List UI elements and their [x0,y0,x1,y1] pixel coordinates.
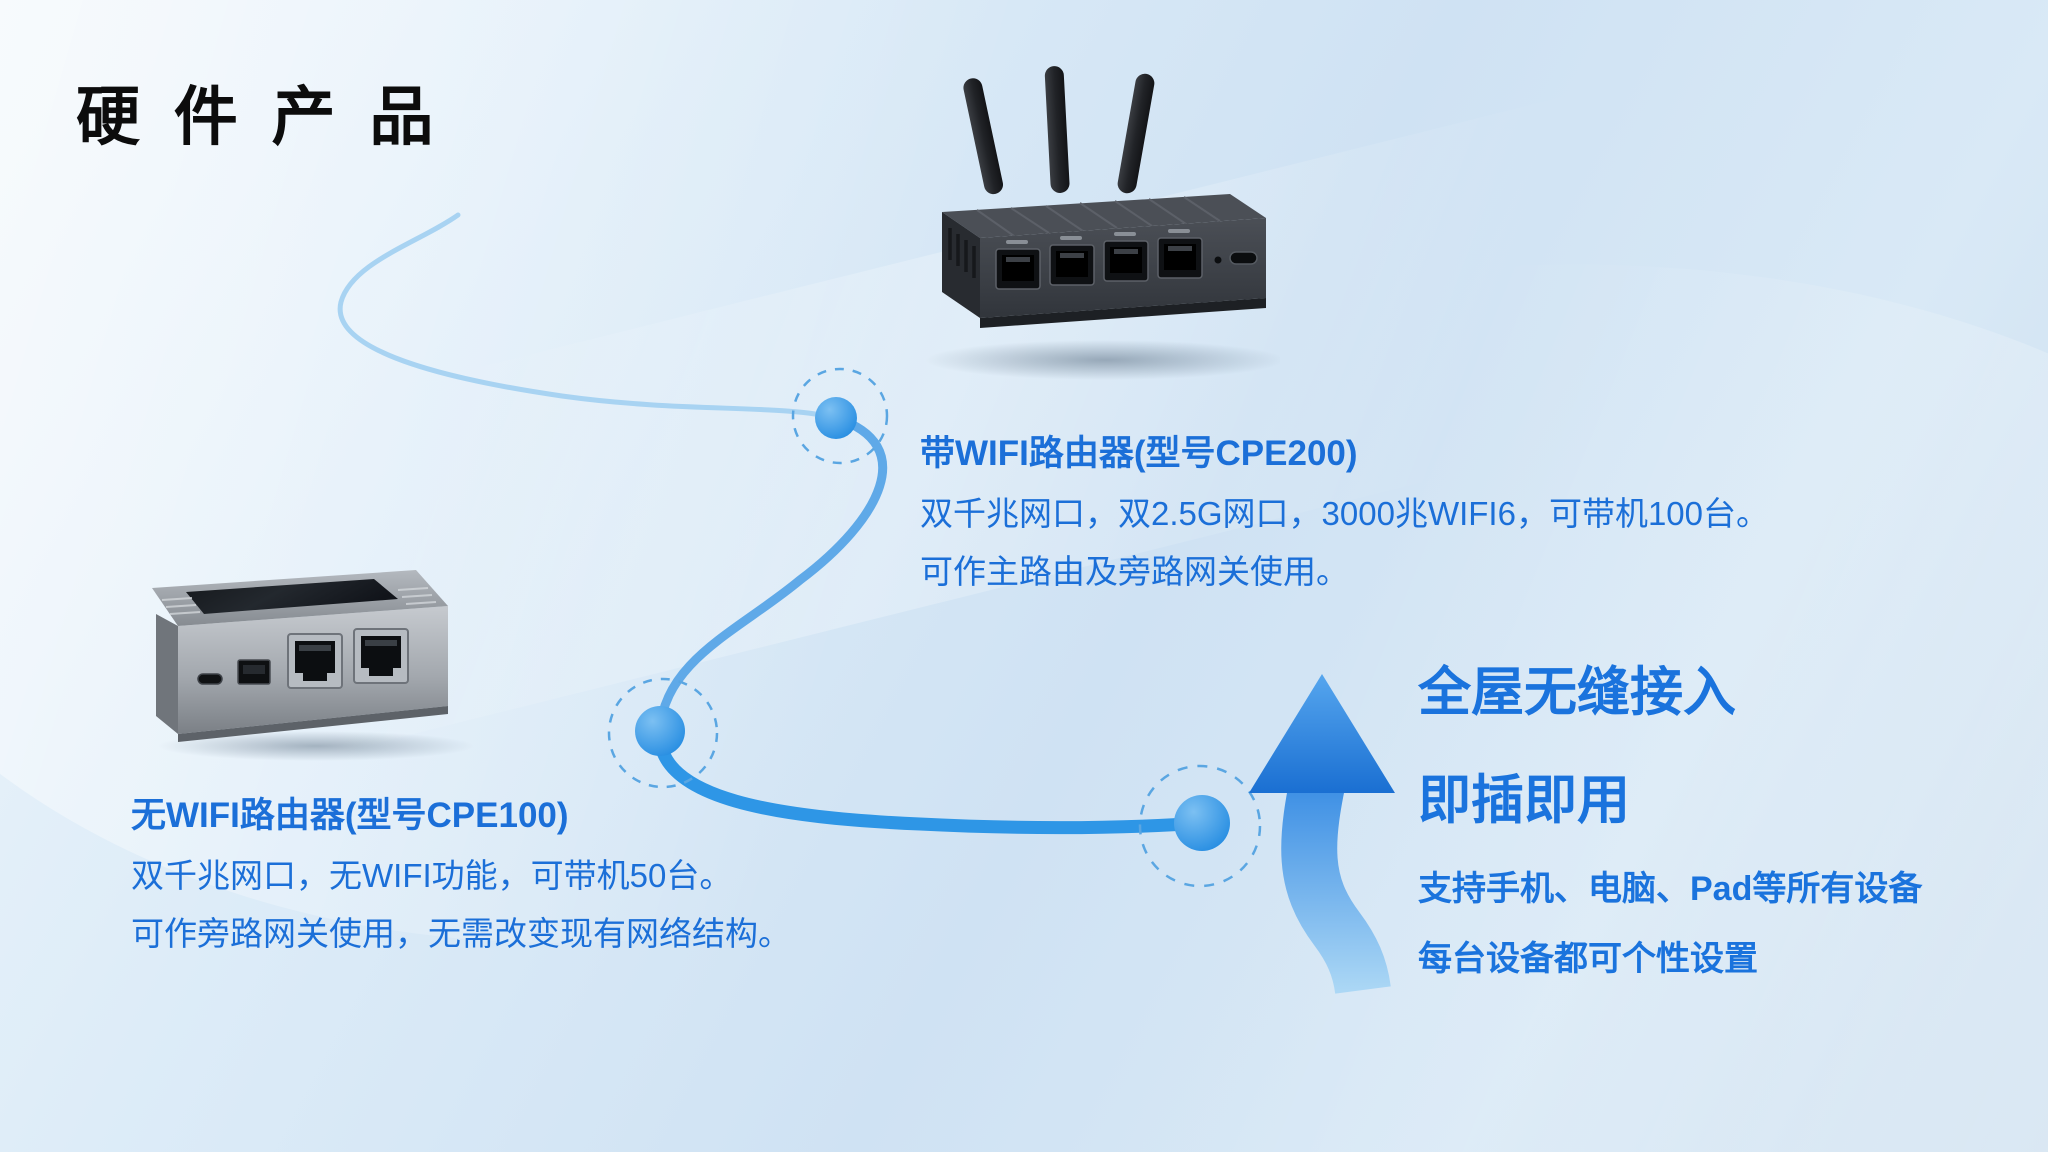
wifi-antennas [963,66,1155,195]
ethernet-port-1 [287,633,343,689]
cpe100-product-name: 无WIFI路由器(型号CPE100) [131,796,569,835]
curve-node-a-dashed-ring [791,367,889,465]
usb-a-port [237,659,271,685]
arrow-shaft [1281,755,1391,995]
curve-node-c-dot [1174,795,1230,851]
router-shadow [925,340,1285,380]
benefit-headline-2: 即插即用 [1418,771,1630,831]
benefits-block: 全屋无缝接入 即插即用 支持手机、电脑、Pad等所有设备 每台设备都可个性设置 [1418,663,1923,1007]
cpe100-info: 无WIFI路由器(型号CPE100) 双千兆网口，无WIFI功能，可带机50台。… [131,796,791,976]
curve-segment-mid [655,413,888,736]
cpe100-desc-line2: 可作旁路网关使用，无需改变现有网络结构。 [131,915,791,953]
benefit-detail-2: 每台设备都可个性设置 [1418,939,1758,978]
curve-node-a-dot [815,397,857,439]
curve-node-c-dashed-ring [1138,764,1262,888]
cpe100-desc-line1: 双千兆网口，无WIFI功能，可带机50台。 [131,856,733,894]
page-title: 硬 件 产 品 [76,81,442,153]
usb-c-port [197,673,223,685]
router-cpe100-image [148,548,498,763]
curve-segment-thin [337,212,839,421]
upward-arrow [1249,674,1395,995]
curve-node-b-dot [635,706,685,756]
usb-c-port [1229,251,1258,265]
cpe200-desc-line2: 可作主路由及旁路网关使用。 [920,553,1349,591]
curve-node-b-dashed-ring [607,677,719,789]
cpe200-info: 带WIFI路由器(型号CPE200) 双千兆网口，双2.5G网口，3000兆WI… [920,434,1770,614]
router-cpe200-illustration [925,66,1285,380]
benefit-headline-1: 全屋无缝接入 [1418,663,1736,722]
reset-hole [1214,256,1222,264]
benefit-detail-1: 支持手机、电脑、Pad等所有设备 [1418,869,1923,908]
cpe200-desc-line1: 双千兆网口，双2.5G网口，3000兆WIFI6，可带机100台。 [920,494,1770,532]
cpe200-product-name: 带WIFI路由器(型号CPE200) [920,434,1358,473]
ethernet-port-2 [353,628,409,684]
arrow-head-icon [1249,674,1395,793]
router-cpe100-illustration [152,570,474,761]
router-cpe200-image [900,60,1285,390]
